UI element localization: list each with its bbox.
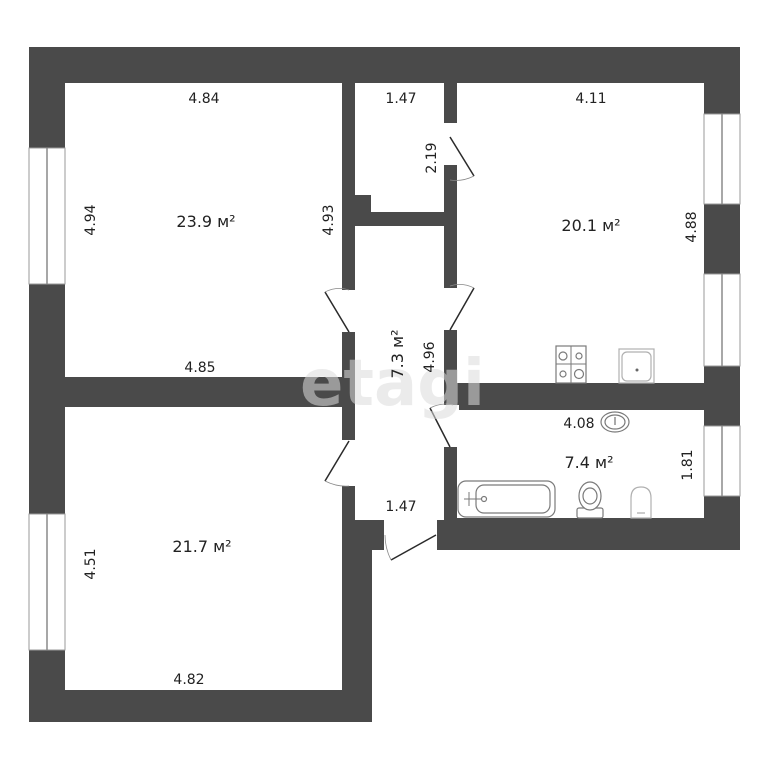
watermark: etagi [300,347,485,421]
dim-bedroom-bottom-bottom: 4.82 [173,672,204,688]
door-bathroom[interactable] [429,403,454,448]
dim-bedroom-top-top: 4.84 [188,91,219,107]
window-bedroom-top [28,147,66,285]
door-bedroom-bottom[interactable] [324,440,350,487]
dim-hallway-length: 4.96 [422,341,438,372]
window-bedroom-bottom [28,513,66,651]
room-bedroom-top-left [65,83,342,377]
door-closet[interactable] [449,136,475,181]
toilet-icon [576,481,604,519]
dim-closet-top: 1.47 [385,91,416,107]
area-kitchen: 20.1 м² [561,216,620,235]
dim-kitchen-top: 4.11 [575,91,606,107]
dim-bedroom-top-bottom: 4.85 [184,360,215,376]
windows [28,113,741,651]
room-bedroom-bottom-left [65,407,342,690]
dim-closet-right: 2.19 [424,142,440,173]
stove-icon [555,345,587,384]
bidet-icon [630,486,652,519]
door-entrance[interactable] [384,534,437,561]
dim-hallway-bottom: 1.47 [385,499,416,515]
room-hallway [355,226,444,520]
bathtub-icon [457,480,556,518]
dim-bathroom-right: 1.81 [680,449,696,480]
doors [324,136,475,561]
washbasin-icon [600,411,630,433]
area-bedroom-bottom-left: 21.7 м² [172,537,231,556]
dim-bedroom-bottom-left: 4.51 [83,548,99,579]
dim-bathroom-top: 4.08 [563,416,594,432]
dim-kitchen-right: 4.88 [684,211,700,242]
window-kitchen-2 [703,273,741,367]
room-closet [355,83,444,195]
window-bathroom [703,425,741,497]
door-kitchen-hall[interactable] [449,284,475,331]
room-kitchen [457,83,704,383]
area-hallway: 7.3 м² [388,329,407,378]
area-bedroom-top-left: 23.9 м² [176,212,235,231]
window-kitchen-1 [703,113,741,205]
dim-bedroom-top-left: 4.94 [83,204,99,235]
door-bedroom-top[interactable] [324,288,350,333]
dim-bedroom-top-right: 4.93 [321,204,337,235]
area-bathroom: 7.4 м² [564,453,613,472]
sink-icon [618,348,655,384]
